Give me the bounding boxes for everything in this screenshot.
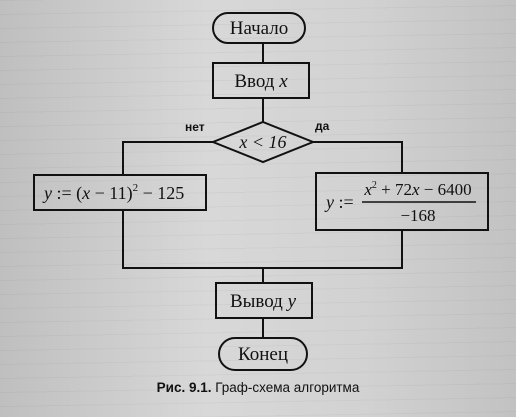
num-var: x xyxy=(411,180,420,199)
left-inner-var: x xyxy=(81,183,90,203)
input-var: x xyxy=(278,71,288,92)
output-var: y xyxy=(286,291,297,312)
end-terminal xyxy=(218,337,308,371)
line-no-branch xyxy=(122,141,213,175)
left-inner-rest: − 11) xyxy=(90,183,132,204)
left-exponent: 2 xyxy=(133,182,139,194)
num-c: − 6400 xyxy=(420,180,472,199)
start-label: Начало xyxy=(230,18,289,39)
branch-yes-label: да xyxy=(315,119,330,133)
figure-caption: Рис. 9.1. Граф-схема алгоритма xyxy=(0,380,516,395)
connector-lines xyxy=(122,43,403,338)
left-lhs: y xyxy=(42,183,52,203)
branch-no-label: нет xyxy=(185,120,205,134)
num-a: x xyxy=(363,180,372,199)
right-denominator: −168 xyxy=(400,206,435,225)
caption-text: Граф-схема алгоритма xyxy=(211,380,360,395)
output-box xyxy=(215,282,313,319)
left-tail: − 125 xyxy=(138,183,184,203)
input-label: Ввод xyxy=(234,71,274,92)
left-formula: y := (x − 11)2 − 125 xyxy=(42,182,184,204)
num-exp: 2 xyxy=(372,180,377,191)
condition-diamond xyxy=(210,120,316,164)
output-text: Вывод y xyxy=(230,291,297,312)
output-label: Вывод xyxy=(230,291,283,312)
input-text: Ввод x xyxy=(234,71,288,92)
right-formula-lhs: y := xyxy=(324,192,354,212)
end-label: Конец xyxy=(238,344,288,365)
line-merge xyxy=(122,210,403,269)
right-process-box xyxy=(315,172,489,231)
start-terminal xyxy=(212,12,306,44)
input-box xyxy=(212,62,310,99)
left-process-box xyxy=(33,174,207,211)
left-assign: := ( xyxy=(52,183,82,204)
line-yes-branch xyxy=(313,141,403,173)
right-numerator: x2 + 72x − 6400 xyxy=(363,180,471,199)
num-b: + 72 xyxy=(377,180,412,199)
condition-text: x < 16 xyxy=(238,132,286,152)
right-assign: := xyxy=(334,192,354,212)
caption-prefix: Рис. 9.1. xyxy=(156,380,212,395)
right-lhs: y xyxy=(324,192,334,212)
